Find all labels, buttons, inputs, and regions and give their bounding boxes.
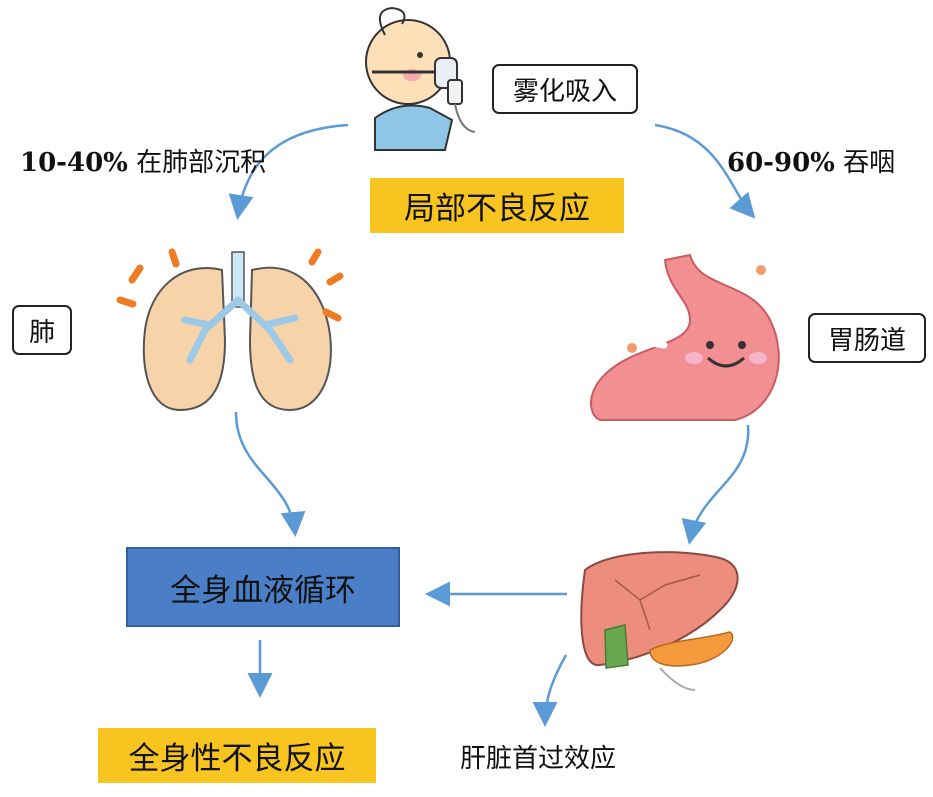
systemic-reaction-label: 全身性不良反应: [98, 728, 376, 783]
systemic-circulation-box: 全身血液循环: [126, 547, 400, 627]
liver-icon: [580, 551, 739, 691]
lung-label: 肺: [12, 305, 72, 355]
swallow-label: 60-90% 吞咽: [727, 142, 895, 179]
inhalation-label: 雾化吸入: [492, 64, 638, 114]
arrow-to-lung: [228, 123, 349, 220]
stomach-icon: [590, 253, 802, 421]
lung-deposition-label: 10-40% 在肺部沉积: [20, 142, 266, 179]
lung-deposition-percent: 10-40%: [20, 148, 128, 178]
baby-nebulizer-icon: [365, 6, 476, 151]
swallow-text: 吞咽: [843, 148, 896, 178]
arrow-lung-to-circulation: [234, 411, 306, 537]
arrow-liver-to-first-pass: [532, 654, 568, 727]
swallow-percent: 60-90%: [727, 148, 835, 178]
arrow-stomach-to-liver: [681, 424, 750, 545]
arrow-to-stomach: [654, 123, 756, 219]
gi-tract-label: 胃肠道: [808, 313, 926, 363]
first-pass-label: 肝脏首过效应: [460, 744, 617, 774]
lungs-icon: [116, 248, 344, 412]
lung-deposition-text: 在肺部沉积: [136, 148, 267, 178]
local-reaction-label: 局部不良反应: [370, 178, 624, 233]
